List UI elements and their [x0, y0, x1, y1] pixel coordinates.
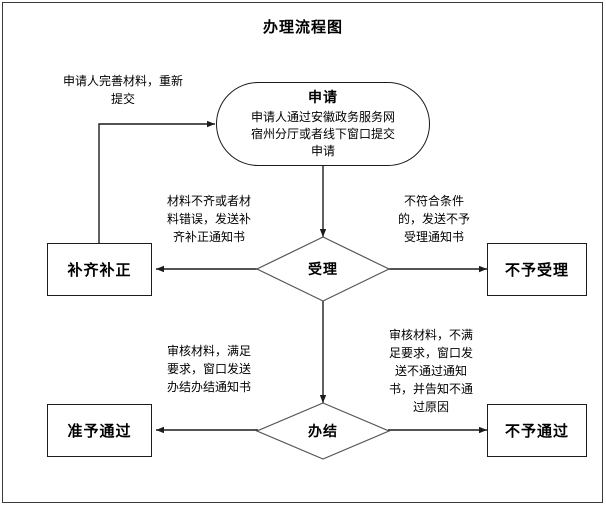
edge-label-supplement-notice: 材料不齐或者材 料错误，发送补 齐补正通知书	[166, 194, 251, 244]
node-supplement[interactable]: 补齐补正	[47, 243, 152, 296]
node-apply-body: 申请人通过安徽政务服务网 宿州分厅或者线下窗口提交 申请	[250, 110, 395, 158]
edge-label-complete-notice: 审核材料，满足 要求，窗口发送 办结办结通知书	[166, 344, 251, 394]
edge-label-reject-accept-notice: 不符合条件 的，发送不予 受理通知书	[397, 194, 470, 244]
node-complete-label: 办结	[308, 424, 338, 440]
complete-diamond-shape	[255, 402, 391, 460]
edge-label-not-approved-notice: 审核材料，不满 足要求，窗口发 送不通过通知 书，并告知不通 过原因	[388, 328, 473, 414]
node-supplement-label: 补齐补正	[67, 261, 132, 279]
node-complete[interactable]: 办结	[257, 403, 389, 459]
node-approved-label: 准予通过	[67, 422, 132, 440]
page-title: 办理流程图	[262, 18, 343, 36]
node-approved[interactable]: 准予通过	[47, 404, 152, 457]
accept-diamond-shape	[255, 236, 391, 302]
edge-supplement-to-apply	[98, 120, 215, 243]
node-accept-label: 受理	[308, 262, 338, 278]
node-apply[interactable]: 申请 申请人通过安徽政务服务网 宿州分厅或者线下窗口提交 申请	[216, 82, 430, 166]
node-not-approved-label: 不予通过	[504, 422, 569, 440]
page-border	[2, 2, 603, 503]
node-apply-title: 申请	[308, 90, 338, 106]
edge-label-resubmit: 申请人完善材料，重新提交	[62, 74, 183, 106]
node-accept[interactable]: 受理	[257, 237, 389, 301]
node-reject-accept-label: 不予受理	[504, 261, 569, 279]
node-reject-accept[interactable]: 不予受理	[487, 243, 587, 296]
node-not-approved[interactable]: 不予通过	[487, 404, 587, 457]
